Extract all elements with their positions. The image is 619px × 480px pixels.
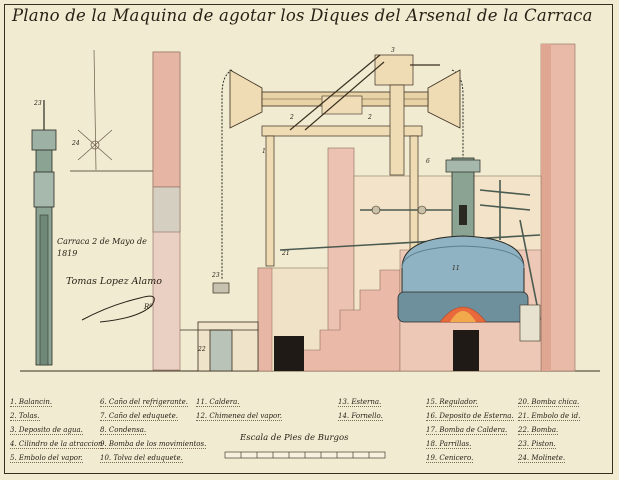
part-number-label: 23	[212, 272, 220, 279]
legend: 1. Balancin. 2. Tolas. 3. Deposito de ag…	[8, 394, 608, 466]
part-number-label: 11	[452, 265, 460, 272]
part-number-label: 2	[290, 114, 294, 121]
legend-item: 12. Chimenea del vapor.	[196, 412, 283, 421]
legend-item: 10. Tolva del eduquete.	[100, 454, 183, 463]
place-date-note: Carraca 2 de Mayo de 1819	[57, 237, 147, 258]
legend-item: 2. Tolas.	[10, 412, 40, 421]
timber-frame	[261, 54, 423, 267]
legend-item: 1. Balancin.	[10, 398, 53, 407]
valve-wheel	[417, 205, 427, 215]
legend-item: 13. Esterna.	[338, 398, 382, 407]
chimney-right	[540, 43, 576, 372]
legend-item: 6. Caño del refrigerante.	[100, 398, 188, 407]
frame-struts	[289, 54, 440, 131]
legend-item: 17. Bomba de Caldera.	[426, 426, 508, 435]
page-title: Plano de la Maquina de agotar los Diques…	[12, 6, 593, 25]
part-number-label: 24	[72, 140, 80, 147]
molinete-sketch	[77, 49, 113, 171]
signature-mark: Rº	[144, 303, 153, 311]
ash-door-right	[453, 330, 479, 371]
legend-item: 9. Bomba de los movimientos.	[100, 440, 207, 449]
pump-column-left	[31, 100, 57, 366]
part-number-label: 21	[282, 250, 290, 257]
legend-item: 21. Embolo de id.	[518, 412, 581, 421]
feed-pump	[519, 304, 541, 342]
part-number-label: 1	[262, 148, 266, 155]
legend-item: 15. Regulador.	[426, 398, 478, 407]
legend-item: 18. Parrillas.	[426, 440, 472, 449]
main-pump	[197, 282, 259, 372]
legend-item: 8. Condensa.	[100, 426, 147, 435]
legend-item: 4. Cilindro de la atraccion	[10, 440, 103, 449]
sheet-border	[4, 4, 613, 474]
legend-item: 19. Cenicero.	[426, 454, 474, 463]
legend-item: 7. Caño del eduquete.	[100, 412, 178, 421]
scale-bar	[224, 451, 386, 459]
chain-left	[221, 69, 233, 280]
chain-right	[451, 69, 464, 160]
signature-flourish	[81, 295, 155, 323]
legend-item: 3. Deposito de agua.	[10, 426, 83, 435]
balancin-beam	[229, 69, 461, 129]
part-number-label: 6	[426, 158, 430, 165]
brick-wall-left	[152, 51, 181, 371]
valve-wheel	[371, 205, 381, 215]
scale-caption: Escala de Pies de Burgos	[240, 433, 349, 443]
part-number-label: 2	[368, 114, 372, 121]
legend-item: 22. Bomba.	[518, 426, 559, 435]
boiler	[397, 235, 529, 323]
part-number-label: 3	[391, 47, 395, 54]
steam-cylinder	[445, 157, 481, 239]
legend-item: 20. Bomba chica.	[518, 398, 580, 407]
legend-item: 11. Caldera.	[196, 398, 240, 407]
ash-door-left	[274, 336, 304, 371]
legend-item: 23. Piston.	[518, 440, 556, 449]
legend-item: 24. Molinete.	[518, 454, 566, 463]
part-number-label: 23	[34, 100, 42, 107]
author-signature: Tomas Lopez Alamo	[66, 276, 162, 287]
legend-item: 16. Deposito de Esterna.	[426, 412, 514, 421]
legend-item: 14. Fornello.	[338, 412, 383, 421]
legend-item: 5. Embolo del vapor.	[10, 454, 83, 463]
part-number-label: 22	[198, 346, 206, 353]
